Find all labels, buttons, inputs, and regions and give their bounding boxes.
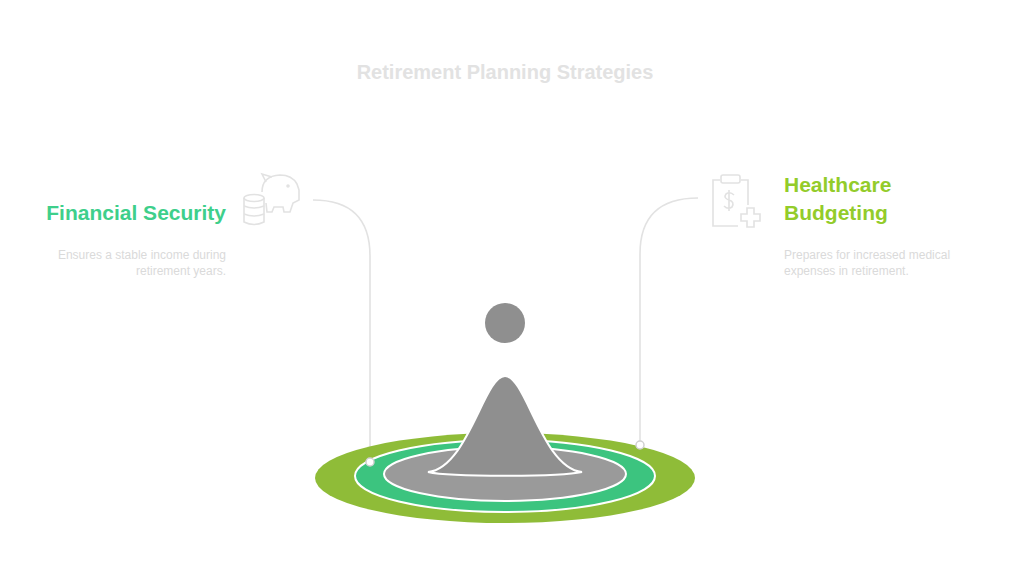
strategy-heading: Healthcare Budgeting	[784, 171, 914, 227]
piggy-bank-icon	[244, 174, 299, 225]
figure-body	[428, 376, 582, 476]
clipboard-icon	[713, 175, 760, 227]
strategy-heading: Financial Security	[16, 199, 226, 227]
strategy-description: Prepares for increased medical expenses …	[784, 247, 984, 279]
strategy-description: Ensures a stable income during retiremen…	[16, 247, 226, 279]
leader-dot	[636, 441, 644, 449]
figure-head	[485, 303, 525, 343]
leader-line	[640, 198, 698, 445]
diagram-title: Retirement Planning Strategies	[255, 60, 755, 84]
leader-dot	[366, 458, 374, 466]
leader-line	[313, 200, 370, 462]
